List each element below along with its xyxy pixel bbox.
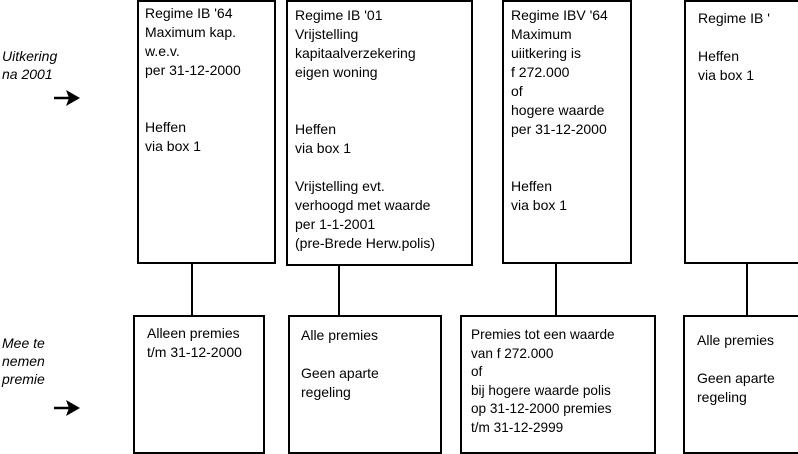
arrow-right-icon (54, 90, 80, 106)
connector-line (191, 264, 193, 316)
box-regime-ib-partial: Regime IB ' Heffen via box 1 (684, 0, 798, 264)
label-premie: Mee te nemen premie (2, 335, 45, 387)
box-premie-alle: Alle premies Geen aparte regeling (288, 315, 442, 454)
box-premie-alle-2: Alle premies Geen aparte regeling (683, 315, 798, 454)
box-premie-alleen: Alleen premies t/m 31-12-2000 (133, 315, 265, 454)
box-regime-ib-64: Regime IB '64 Maximum kap. w.e.v. per 31… (137, 0, 276, 264)
connector-line (746, 264, 748, 316)
box-regime-ib-01: Regime IB '01 Vrijstelling kapitaalverze… (286, 0, 473, 266)
label-uitkering: Uitkering na 2001 (2, 48, 58, 82)
arrow-right-icon (54, 400, 80, 416)
connector-line (555, 264, 557, 316)
box-premie-tot-waarde: Premies tot een waarde van f 272.000 of … (460, 315, 656, 454)
box-regime-ibv-64: Regime IBV '64 Maximum uiitkering is f 2… (502, 0, 632, 264)
connector-line (338, 266, 340, 316)
